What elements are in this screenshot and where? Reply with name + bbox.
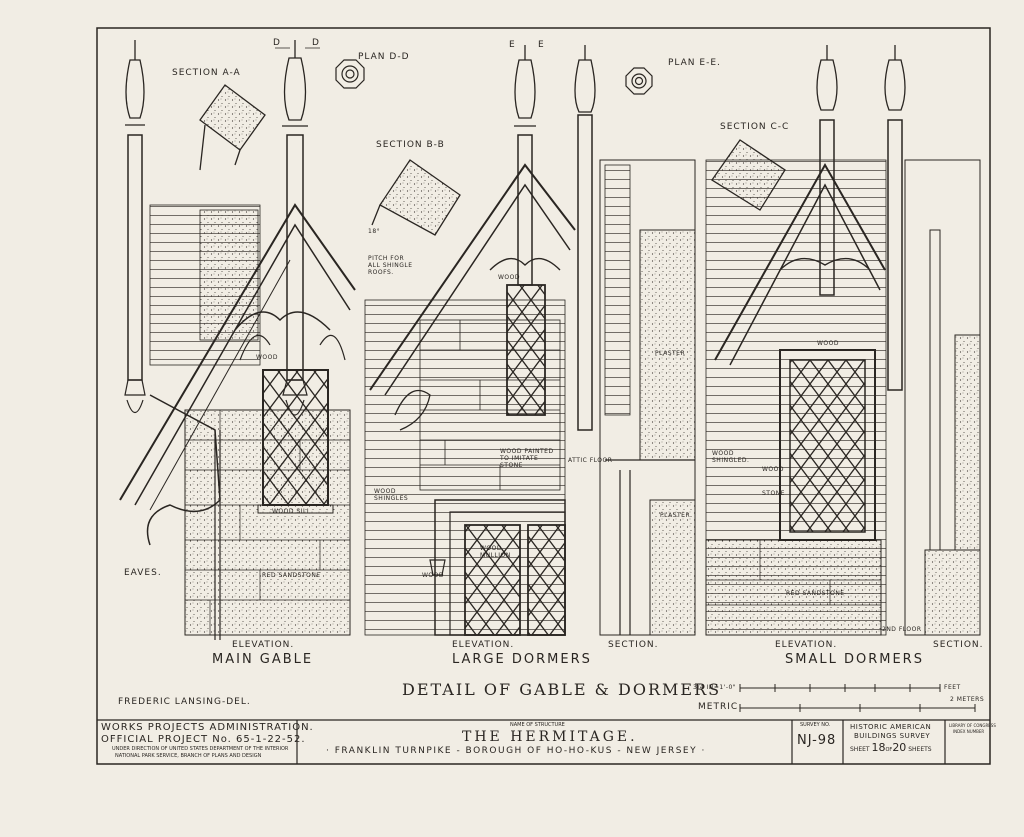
tb-sheet-of: OF <box>885 747 893 753</box>
scale-feet: FEET <box>944 684 961 691</box>
large-dormers-caption: LARGE DORMERS <box>452 652 592 667</box>
main-gable-caption: MAIN GABLE <box>212 652 314 667</box>
large-dormers-section <box>574 45 696 636</box>
wood-mullion-note: WOOD MULLION <box>480 545 511 559</box>
tb-sheet-line: SHEET 18OF20 SHEETS <box>850 741 932 754</box>
tb-project: OFFICIAL PROJECT No. 65-1-22-52. <box>101 734 306 745</box>
tb-sheet-pre: SHEET <box>850 746 870 753</box>
large-dormers-elevation-caption: ELEVATION. <box>452 640 515 650</box>
tb-habs-1: HISTORIC AMERICAN <box>850 723 932 731</box>
section-a-label: SECTION A-A <box>172 68 241 78</box>
plaster-note-upper: PLASTER <box>655 350 686 357</box>
section-c-detail <box>711 139 786 211</box>
large-dormers-elevation <box>364 45 576 636</box>
tb-loc-2: INDEX NUMBER <box>953 729 985 734</box>
main-wood-note: WOOD <box>256 354 278 361</box>
tb-sheet-no: 18 <box>871 741 886 754</box>
small-wood-note-2: WOOD <box>762 466 784 473</box>
stone-note: STONE <box>762 490 785 497</box>
dormer-wood-note: WOOD <box>498 274 520 281</box>
large-dormers-section-caption: SECTION. <box>608 640 659 650</box>
drawing-title: DETAIL OF GABLE & DORMERS <box>402 680 722 699</box>
scale-text: 3/4 IN=1'-0" <box>693 684 737 691</box>
plan-d-detail <box>275 47 365 89</box>
tb-sheet-total: 20 <box>892 741 907 754</box>
main-gable-elevation <box>119 40 356 640</box>
wood-painted-note: WOOD PAINTED TO IMITATE STONE <box>500 448 554 469</box>
plaster-note-lower: PLASTER <box>660 512 691 519</box>
d-mark-right: D <box>312 38 320 48</box>
plan-e-detail <box>625 67 653 95</box>
tb-name-caption: NAME OF STRUCTURE <box>510 722 565 728</box>
eaves-note: EAVES. <box>124 568 162 578</box>
main-sandstone-note: RED SANDSTONE <box>262 572 321 579</box>
section-b-detail <box>371 159 461 236</box>
wood-shingled-note: WOOD SHINGLED. <box>712 450 750 464</box>
small-dormers-elevation-caption: ELEVATION. <box>775 640 838 650</box>
delineator: FREDERIC LANSING-DEL. <box>118 697 251 707</box>
tb-survey-caption: SURVEY NO. <box>800 722 831 728</box>
tb-direction: UNDER DIRECTION OF UNITED STATES DEPARTM… <box>112 746 289 752</box>
tb-agency: WORKS PROJECTS ADMINISTRATION. <box>101 722 314 733</box>
tb-structure: THE HERMITAGE. <box>462 729 638 745</box>
wood-shingles-note: WOOD SHINGLES <box>374 488 409 502</box>
d-mark-left: D <box>273 38 281 48</box>
scale-metric: METRIC <box>698 702 739 712</box>
small-dormers-section <box>904 159 981 636</box>
tb-park-service: NATIONAL PARK SERVICE, BRANCH OF PLANS A… <box>115 753 262 759</box>
tb-loc-1: LIBRARY OF CONGRESS <box>949 723 996 728</box>
wood-sill-note: WOOD SILL <box>272 508 311 515</box>
tb-habs-2: BUILDINGS SURVEY <box>854 732 931 740</box>
pitch-note: PITCH FOR ALL SHINGLE ROOFS. <box>368 255 413 276</box>
title-block-lines <box>296 720 946 764</box>
scale-bar <box>739 684 976 712</box>
section-b-label: SECTION B-B <box>376 140 445 150</box>
e-mark-left: E <box>509 40 516 50</box>
section-a-detail <box>199 84 266 171</box>
tb-survey-no: NJ-98 <box>797 733 837 748</box>
lower-wood-note: WOOD <box>422 572 444 579</box>
plan-d-label: PLAN D-D <box>358 52 410 62</box>
angle-note: 18° <box>368 228 381 235</box>
main-gable-elevation-caption: ELEVATION. <box>232 640 295 650</box>
small-dormers-caption: SMALL DORMERS <box>785 652 924 667</box>
plan-e-label: PLAN E-E. <box>668 58 721 68</box>
small-sandstone-note: RED SANDSTONE <box>786 590 845 597</box>
section-c-label: SECTION C-C <box>720 122 790 132</box>
second-floor-note: 2ND FLOOR <box>882 626 922 633</box>
small-wood-note: WOOD <box>817 340 839 347</box>
small-dormers-elevation <box>705 45 906 636</box>
scale-meters: 2 METERS <box>950 696 985 703</box>
small-dormers-section-caption: SECTION. <box>933 640 984 650</box>
attic-floor-note: ATTIC FLOOR <box>568 457 613 464</box>
tb-location: · FRANKLIN TURNPIKE - BOROUGH OF HO-HO-K… <box>326 746 706 756</box>
tb-sheet-post: SHEETS <box>908 746 932 753</box>
e-mark-right: E <box>538 40 545 50</box>
